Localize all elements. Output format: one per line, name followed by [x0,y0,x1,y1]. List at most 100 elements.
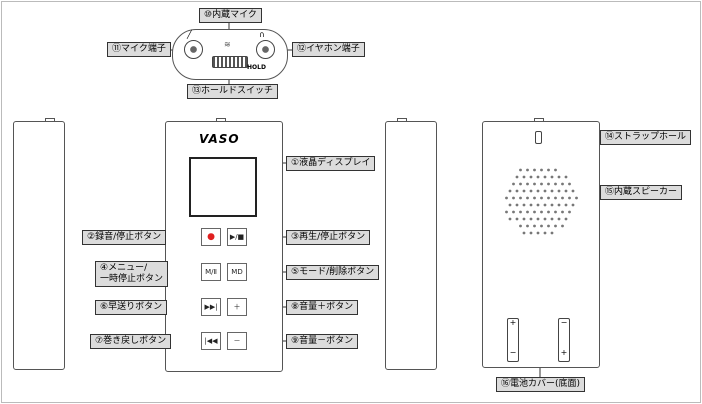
speaker-hole [515,175,519,179]
speaker-hole [526,196,529,200]
speaker-hole [543,217,547,221]
speaker-hole [536,189,540,193]
speaker-hole [554,224,557,228]
speaker-hole [529,203,533,207]
speaker-hole [550,231,554,235]
speaker-hole [529,175,533,179]
speaker-hole [571,203,575,207]
speaker-hole [557,189,561,193]
speaker-hole [522,203,526,207]
left-side-tick-top [45,118,55,122]
speaker-hole [522,217,526,221]
label-menu-pause: ④メニュー/ 一時停止ボタン [95,261,169,287]
speaker-hole [515,203,519,207]
speaker-hole [519,210,522,214]
speaker-hole [505,210,508,214]
mic-symbol-icon: ╱ [187,30,192,39]
label-rewind: ⑦巻き戻しボタン [90,334,172,349]
speaker-hole [564,175,568,179]
speaker-hole [536,231,540,235]
label-fast-forward: ⑥早送りボタン [95,300,168,315]
speaker-hole [533,224,536,228]
back-tick-top [534,118,544,122]
hold-text: HOLD [247,64,266,71]
speaker-hole [557,217,561,221]
record-button: ● [201,228,221,246]
speaker-hole [533,182,536,186]
volume-down-button: － [227,332,247,350]
speaker-hole [540,210,543,214]
speaker-hole [547,196,550,200]
speaker-hole [508,189,512,193]
speaker-hole [550,175,554,179]
earphone-jack [256,40,275,59]
speaker-hole [575,196,578,200]
speaker-hole [561,196,564,200]
speaker-hole [550,217,554,221]
record-dot: ● [207,232,215,242]
speaker-hole [512,182,515,186]
speaker-hole [522,175,526,179]
speaker-hole [568,196,571,200]
speaker-hole [533,196,536,200]
label-volume-up: ⑧音量＋ボタン [286,300,359,315]
speaker-hole [554,168,557,172]
device-back [482,121,600,368]
speaker-hole [554,182,557,186]
speaker-hole [571,189,575,193]
speaker-hole [568,182,571,186]
speaker-hole [561,210,564,214]
speaker-hole [522,231,526,235]
mode-button: MD [227,263,247,281]
speaker-hole [554,196,557,200]
label-lcd: ①液晶ディスプレイ [286,156,376,171]
speaker-hole [540,196,543,200]
speaker-hole [550,189,554,193]
speaker-hole [543,175,547,179]
headphone-symbol-icon: ∩ [259,30,265,39]
label-menu-line2: 一時停止ボタン [100,274,164,284]
mic-jack [184,40,203,59]
label-earphone-jack: ⑫イヤホン端子 [292,42,365,57]
speaker-hole [540,168,543,172]
speaker-hole [547,210,550,214]
speaker-hole [554,210,557,214]
speaker-hole [508,203,512,207]
right-side-tick-top [397,118,407,122]
speaker-hole [515,189,519,193]
speaker-hole [568,210,571,214]
label-strap-hole: ⑭ストラップホール [600,130,692,145]
speaker-hole [543,189,547,193]
label-menu-line1: ④メニュー/ [100,263,148,273]
speaker-hole [508,217,512,221]
battery-minus-left: − [509,348,517,357]
battery-slot-right [558,318,570,362]
speaker-hole [519,224,522,228]
builtin-mic-icon: ≋ [224,40,231,49]
speaker-hole [526,210,529,214]
speaker-hole [519,168,522,172]
strap-hole [535,131,542,144]
front-tick-top [216,118,226,122]
speaker-hole [547,168,550,172]
label-volume-down: ⑨音量－ボタン [286,334,359,349]
rewind-button: |◀◀ [201,332,221,350]
speaker-hole [515,217,519,221]
speaker-hole [529,217,533,221]
speaker-hole [505,196,508,200]
speaker-hole [543,203,547,207]
speaker-hole [547,224,550,228]
label-battery-cover: ⑯電池カバー(底面) [496,377,586,392]
device-right-side [385,121,437,370]
speaker-hole [536,175,540,179]
lcd-display [189,157,257,217]
battery-plus-right: + [560,348,568,357]
device-left-side [13,121,65,370]
speaker-hole [536,217,540,221]
speaker-hole [526,224,529,228]
speaker-hole [533,210,536,214]
label-record-stop: ②録音/停止ボタン [82,230,167,245]
speaker-hole [564,189,568,193]
